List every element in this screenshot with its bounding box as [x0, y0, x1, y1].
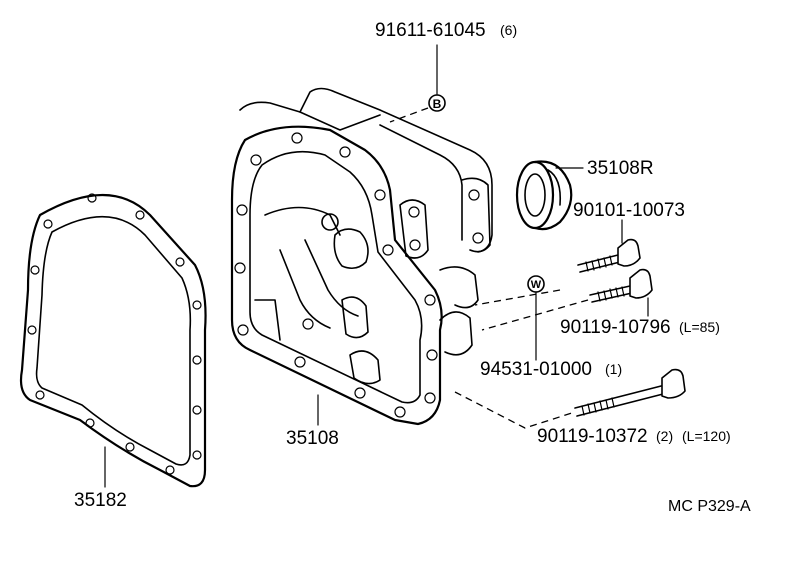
washer-marker-letter: W	[531, 279, 542, 291]
part-qty: (2)	[656, 428, 673, 444]
washer-marker-w: W	[527, 275, 545, 293]
bolt-marker-b: B	[428, 94, 446, 112]
part-qty: (6)	[500, 22, 517, 38]
bolt-90119-10372	[574, 368, 686, 417]
oil-seal-35108R	[515, 160, 573, 231]
extension-housing-35108	[230, 87, 493, 426]
diagram-reference-code: MC P329-A	[668, 498, 751, 515]
bolt-marker-letter: B	[433, 97, 442, 111]
bolt-90119-10796	[589, 268, 653, 303]
label-35108: 35108	[286, 428, 339, 449]
part-note: (L=85)	[679, 319, 720, 335]
part-number: 94531-01000	[480, 359, 592, 380]
label-94531-01000: 94531-01000 (1)	[480, 359, 622, 380]
label-90101-10073: 90101-10073	[573, 200, 685, 221]
label-90119-10796: 90119-10796 (L=85)	[560, 317, 720, 338]
label-90119-10372: 90119-10372 (2) (L=120)	[537, 426, 731, 447]
label-35108R: 35108R	[587, 158, 654, 179]
part-number: 90101-10073	[573, 200, 685, 221]
label-35182: 35182	[74, 490, 127, 511]
part-number: 35182	[74, 490, 127, 511]
part-note: (L=120)	[682, 428, 731, 444]
leader-lines	[104, 44, 649, 488]
part-number: 90119-10372	[537, 426, 648, 447]
part-number: 35108R	[587, 158, 654, 179]
part-number: 91611-61045	[375, 20, 486, 41]
part-number: 90119-10796	[560, 317, 671, 338]
gasket-35182	[19, 193, 207, 488]
part-number: 35108	[286, 428, 339, 449]
part-qty: (1)	[605, 361, 622, 377]
label-91611-61045: 91611-61045 (6)	[375, 20, 517, 41]
bolt-90101-10073	[577, 238, 641, 273]
part-labels: 91611-61045 (6) 35108R 90101-10073 90119…	[74, 20, 751, 515]
